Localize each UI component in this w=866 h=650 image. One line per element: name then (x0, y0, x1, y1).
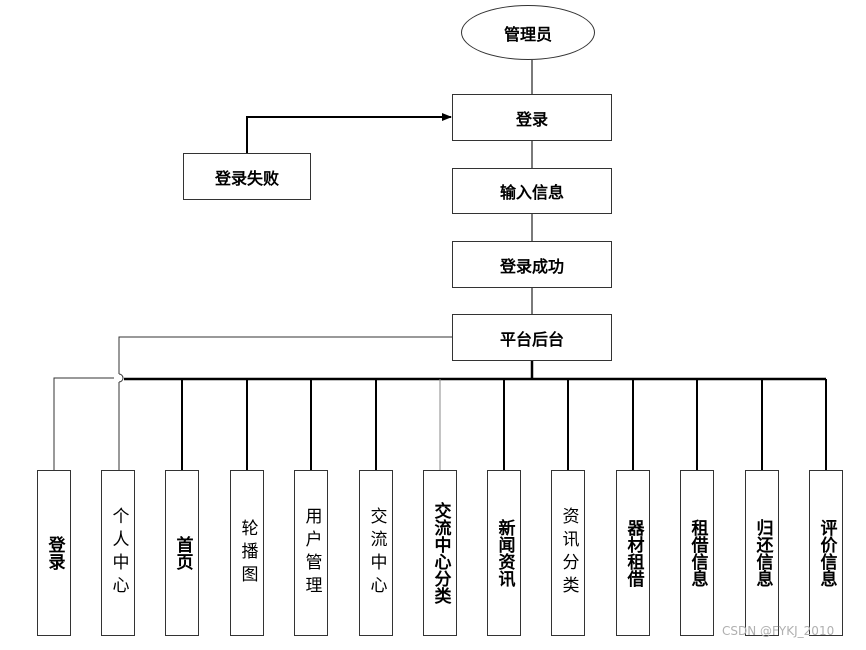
module-forum-category: 交流中心分类 (423, 470, 457, 636)
module-personal-center-label: 个人中心 (108, 507, 129, 599)
login-failed-node-label: 登录失败 (214, 168, 279, 188)
module-carousel: 轮播图 (230, 470, 264, 636)
module-news-label: 新闻资讯 (494, 519, 515, 587)
module-personal-center: 个人中心 (101, 470, 135, 636)
module-return-info: 归还信息 (745, 470, 779, 636)
module-login: 登录 (37, 470, 71, 636)
input-info-node: 输入信息 (452, 168, 612, 214)
module-rental-info-label: 租借信息 (687, 519, 708, 587)
admin-node: 管理员 (461, 5, 595, 60)
edge-platform-personal (118, 336, 453, 374)
login-failed-node: 登录失败 (183, 153, 311, 200)
platform-backend-node-label: 平台后台 (499, 329, 564, 349)
module-news: 新闻资讯 (487, 470, 521, 636)
module-review-info-label: 评价信息 (816, 519, 837, 587)
watermark: CSDN @FYKJ_2010 (722, 624, 835, 638)
input-info-node-label: 输入信息 (499, 183, 564, 202)
module-news-category-label: 资讯分类 (558, 507, 579, 599)
edge-failed-login (246, 113, 452, 153)
module-return-info-label: 归还信息 (752, 519, 773, 587)
module-home: 首页 (165, 470, 199, 636)
login-success-node-label: 登录成功 (499, 256, 564, 276)
module-review-info: 评价信息 (809, 470, 843, 636)
module-user-management-label: 用户管理 (301, 507, 322, 599)
login-node-label: 登录 (515, 109, 548, 129)
login-success-node: 登录成功 (452, 241, 612, 288)
module-forum-label: 交流中心 (366, 507, 387, 599)
module-carousel-label: 轮播图 (237, 518, 258, 588)
module-equipment-rental: 器材租借 (616, 470, 650, 636)
module-login-label: 登录 (44, 536, 65, 570)
module-forum: 交流中心 (359, 470, 393, 636)
edge-personal-hop (118, 373, 124, 383)
module-rental-info: 租借信息 (680, 470, 714, 636)
login-node: 登录 (452, 94, 612, 141)
module-news-category: 资讯分类 (551, 470, 585, 636)
module-forum-category-label: 交流中心分类 (430, 502, 451, 604)
module-user-management: 用户管理 (294, 470, 328, 636)
edge-bus-login-module (53, 377, 114, 470)
module-equipment-rental-label: 器材租借 (623, 519, 644, 587)
module-home-label: 首页 (172, 536, 193, 570)
platform-backend-node: 平台后台 (452, 314, 612, 361)
admin-node-label: 管理员 (503, 24, 552, 44)
